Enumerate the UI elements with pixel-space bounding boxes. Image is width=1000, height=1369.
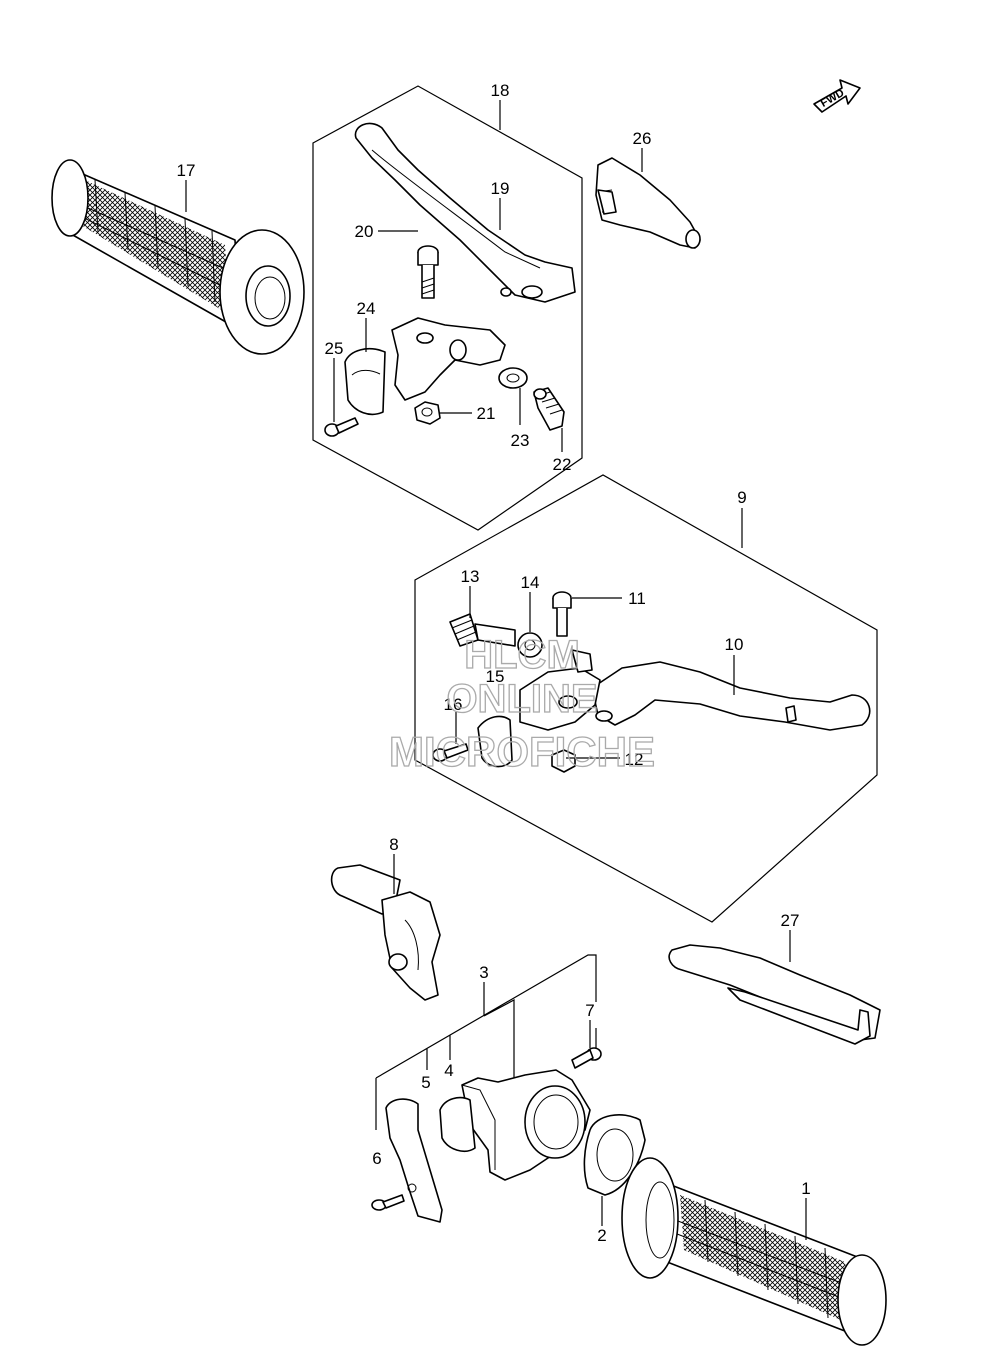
callout-8: 8 <box>389 835 398 854</box>
clamp-4-part <box>439 1096 476 1152</box>
throttle-body-3-part <box>461 1069 591 1181</box>
plate-5-part <box>385 1098 443 1223</box>
callout-23: 23 <box>511 431 530 450</box>
washer-14-part <box>517 632 543 658</box>
bolt-20-part <box>417 245 439 299</box>
grip-left-part <box>51 159 305 355</box>
callout-22: 22 <box>553 455 572 474</box>
callout-18: 18 <box>491 81 510 100</box>
callout-27: 27 <box>781 911 800 930</box>
callout-26: 26 <box>633 129 652 148</box>
callout-24: 24 <box>357 299 376 318</box>
callout-1: 1 <box>801 1179 810 1198</box>
assembly-outline-18 <box>312 85 583 531</box>
nut-12-part <box>551 749 576 773</box>
watermark-line-3: MICROFICHE <box>389 728 655 775</box>
callout-labels: 1 2 3 4 5 6 7 8 9 10 11 12 13 14 15 16 1… <box>177 81 811 1245</box>
callout-19: 19 <box>491 179 510 198</box>
fwd-arrow-icon: FWD <box>813 79 861 113</box>
nut-21-part <box>414 401 441 425</box>
screw-6-part <box>371 1183 417 1211</box>
assembly-outline-9 <box>414 474 878 923</box>
watermark-line-1: HLCM <box>464 633 580 677</box>
callout-20: 20 <box>355 222 374 241</box>
adjuster-13-part <box>449 613 516 647</box>
callout-2: 2 <box>597 1226 606 1245</box>
callout-15: 15 <box>486 667 505 686</box>
callout-16: 16 <box>444 695 463 714</box>
screw-25-part <box>324 417 359 437</box>
callout-6: 6 <box>372 1149 381 1168</box>
callout-4: 4 <box>444 1061 453 1080</box>
callout-3: 3 <box>479 963 488 982</box>
bolt-11-part <box>552 591 572 637</box>
brake-lever-10-part <box>591 661 871 731</box>
screw-16-part <box>432 743 469 762</box>
callout-7: 7 <box>585 1001 594 1020</box>
screw-7-part <box>571 1047 602 1069</box>
master-cylinder-part <box>519 649 601 731</box>
clamp-16-part <box>477 715 513 768</box>
washer-23-part <box>498 367 528 389</box>
assembly-outline-3 <box>375 954 597 1130</box>
callout-5: 5 <box>421 1073 430 1092</box>
throttle-housing-8-part <box>330 864 441 1001</box>
callout-9: 9 <box>737 488 746 507</box>
lever-cover-26-part <box>595 157 701 249</box>
callout-13: 13 <box>461 567 480 586</box>
callout-12: 12 <box>625 750 644 769</box>
callout-17: 17 <box>177 161 196 180</box>
watermark-line-2: ONLINE <box>446 677 597 721</box>
throttle-cover-27-part <box>668 944 881 1045</box>
clutch-lever-19-part <box>354 122 576 303</box>
callout-14: 14 <box>521 573 540 592</box>
lever-bracket-part <box>391 317 506 401</box>
leader-lines <box>185 100 807 1240</box>
watermark: HLCM ONLINE MICROFICHE <box>388 632 655 775</box>
adjuster-22-part <box>533 387 565 431</box>
callout-11: 11 <box>628 589 646 608</box>
fwd-label: FWD <box>819 87 847 110</box>
callout-25: 25 <box>325 339 344 358</box>
grip-right-part <box>621 1157 887 1346</box>
clamp-24-part <box>344 348 386 416</box>
callout-10: 10 <box>725 635 744 654</box>
callout-21: 21 <box>477 404 496 423</box>
